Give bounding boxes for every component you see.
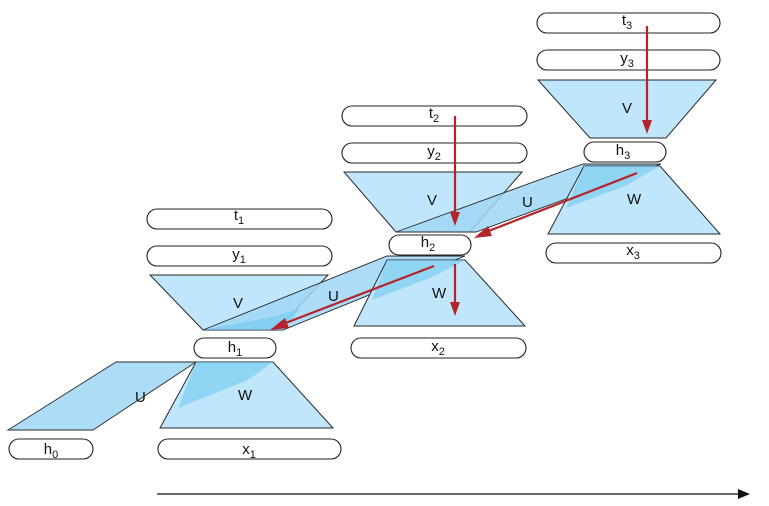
svg-text:y3: y3 <box>620 50 634 70</box>
node-y3: y3 <box>536 49 721 71</box>
v-label-2: V <box>427 192 437 209</box>
svg-text:t2: t2 <box>429 105 439 125</box>
gradient-arrow-h3-h2 <box>474 171 638 238</box>
u-w-overlap-2 <box>372 260 465 300</box>
svg-text:y1: y1 <box>232 246 246 266</box>
node-x2: x2 <box>350 337 527 359</box>
w-label-1: W <box>238 387 253 404</box>
v-trapezoid-3 <box>536 79 718 139</box>
node-t3: t3 <box>536 12 721 34</box>
svg-text:x1: x1 <box>242 441 256 461</box>
v-label-3: V <box>622 100 632 117</box>
w-label-2: W <box>432 285 447 302</box>
u-label-3: U <box>522 194 533 211</box>
svg-text:h3: h3 <box>616 142 630 162</box>
gradient-arrow-h2-x2 <box>450 264 460 316</box>
u-w-overlap-3 <box>566 166 660 208</box>
node-h0: h0 <box>8 438 94 461</box>
svg-text:h2: h2 <box>421 234 435 254</box>
node-t1: t1 <box>146 207 333 230</box>
node-x1: x1 <box>157 438 342 461</box>
v-label-1: V <box>233 295 243 312</box>
node-x3: x3 <box>545 242 722 264</box>
node-y1: y1 <box>146 245 333 267</box>
gradient-arrow-t3-h3 <box>642 26 652 134</box>
w-label-3: W <box>627 191 642 208</box>
u-w-overlap-1 <box>178 362 273 408</box>
svg-text:x2: x2 <box>431 338 445 358</box>
u-label-1: U <box>135 389 146 406</box>
svg-text:t3: t3 <box>622 12 632 32</box>
svg-text:t1: t1 <box>234 207 244 227</box>
gradient-arrow-t2-h2 <box>450 116 460 226</box>
gradient-arrow-h2-h1 <box>270 264 435 330</box>
node-y2: y2 <box>341 142 528 164</box>
node-h2: h2 <box>388 234 472 256</box>
time-axis-arrow <box>157 489 750 499</box>
svg-text:x3: x3 <box>626 242 640 262</box>
svg-text:h0: h0 <box>44 441 58 461</box>
u-v-overlap-1 <box>203 308 300 330</box>
svg-text:y2: y2 <box>427 143 441 163</box>
node-t2: t2 <box>341 105 528 127</box>
u-label-2: U <box>328 288 339 305</box>
node-h3: h3 <box>583 141 667 163</box>
svg-text:h1: h1 <box>228 339 242 359</box>
node-h1: h1 <box>193 337 277 359</box>
